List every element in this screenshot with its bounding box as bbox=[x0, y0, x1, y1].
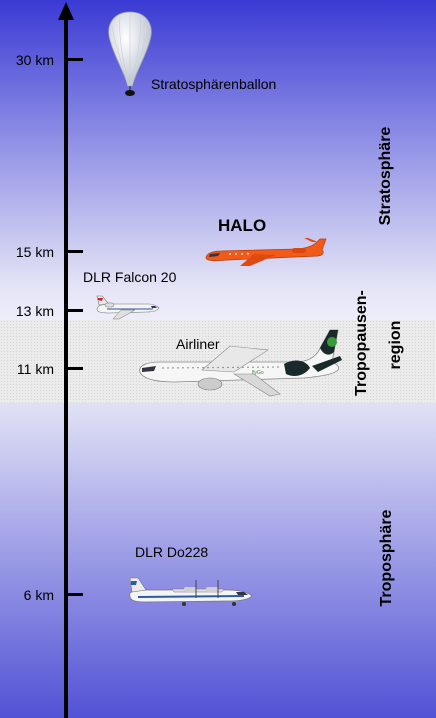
tick-label-6km: 6 km bbox=[23, 587, 54, 603]
falcon-label: DLR Falcon 20 bbox=[83, 269, 177, 285]
do228-label: DLR Do228 bbox=[135, 544, 209, 560]
halo-label: HALO bbox=[218, 216, 267, 235]
tick-label-13km: 13 km bbox=[15, 303, 54, 319]
region-label-troposphere: Troposphäre bbox=[378, 509, 395, 607]
region-label-stratosphere: Stratosphäre bbox=[377, 126, 394, 226]
halo-jet-icon bbox=[205, 238, 327, 266]
altitude-axis bbox=[64, 14, 68, 718]
region-label-tropopause-line2: region bbox=[387, 320, 404, 370]
tick-6km bbox=[68, 593, 83, 596]
airliner-label: Airliner bbox=[176, 336, 220, 352]
balloon-icon bbox=[108, 11, 152, 96]
do228-propeller-plane-icon bbox=[129, 577, 253, 606]
tick-label-30km: 30 km bbox=[15, 52, 54, 68]
balloon-label: Stratosphärenballon bbox=[151, 76, 277, 92]
tick-15km bbox=[68, 250, 83, 253]
svg-text:flyGo: flyGo bbox=[252, 370, 264, 376]
tick-11km bbox=[68, 367, 83, 370]
falcon-jet-icon bbox=[96, 295, 160, 320]
region-label-tropopause-line1: Tropopausen- bbox=[353, 290, 370, 396]
tick-label-11km: 11 km bbox=[16, 361, 54, 377]
tick-13km bbox=[68, 309, 83, 312]
airliner-icon: flyGo bbox=[139, 329, 342, 397]
axis-arrow-icon bbox=[58, 2, 74, 20]
tick-label-15km: 15 km bbox=[15, 244, 54, 260]
tick-30km bbox=[68, 58, 83, 61]
